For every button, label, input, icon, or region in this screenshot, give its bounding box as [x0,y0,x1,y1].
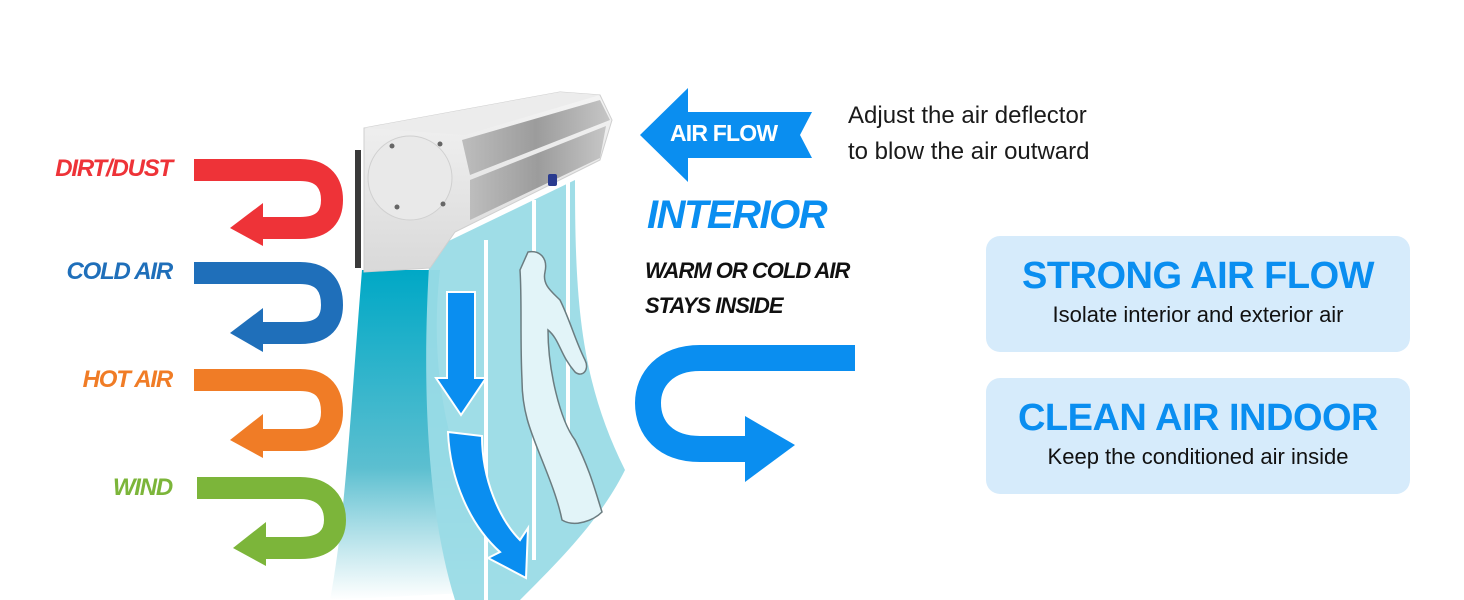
deflector-line-2: to blow the air outward [848,138,1090,165]
u-turn-arrow-left-icon [194,369,344,458]
feature-title: CLEAN AIR INDOOR [1017,397,1379,439]
interior-return-arrow [634,345,855,482]
deflector-line-1: Adjust the air deflector [848,102,1087,129]
feature-subtitle: Isolate interior and exterior air [1052,302,1344,327]
side-panel-cover [367,135,453,221]
u-turn-arrow-left-icon [197,477,347,566]
label-dirt-dust: DIRT/DUST [55,155,173,182]
u-turn-arrow-left-icon [194,262,344,352]
brand-badge [548,174,557,186]
interior-heading: INTERIOR [647,193,828,237]
arrow-left-icon [640,88,812,182]
interior-line-1: WARM OR COLD AIR [645,258,850,283]
person-silhouette [519,250,603,524]
interior-description: WARM OR COLD AIR STAYS INSIDE [645,253,850,323]
feature-card-clean-air-indoor: CLEAN AIR INDOOR Keep the conditioned ai… [986,378,1410,494]
feature-card-strong-air-flow: STRONG AIR FLOW Isolate interior and ext… [986,236,1410,352]
deflector-description: Adjust the air deflector to blow the air… [848,98,1089,170]
arrow-down-icon [434,291,488,417]
interior-line-2: STAYS INSIDE [645,293,784,318]
u-turn-arrow-left-icon [194,159,344,246]
feature-subtitle: Keep the conditioned air inside [1047,444,1349,469]
air-curtain-grill [462,100,610,175]
feature-title: STRONG AIR FLOW [1021,255,1375,297]
label-cold-air: COLD AIR [66,258,173,285]
airflow-label: AIR FLOW [670,120,778,146]
label-hot-air: HOT AIR [82,366,174,393]
curved-arrow-down-icon [446,430,530,580]
label-wind: WIND [112,474,173,501]
